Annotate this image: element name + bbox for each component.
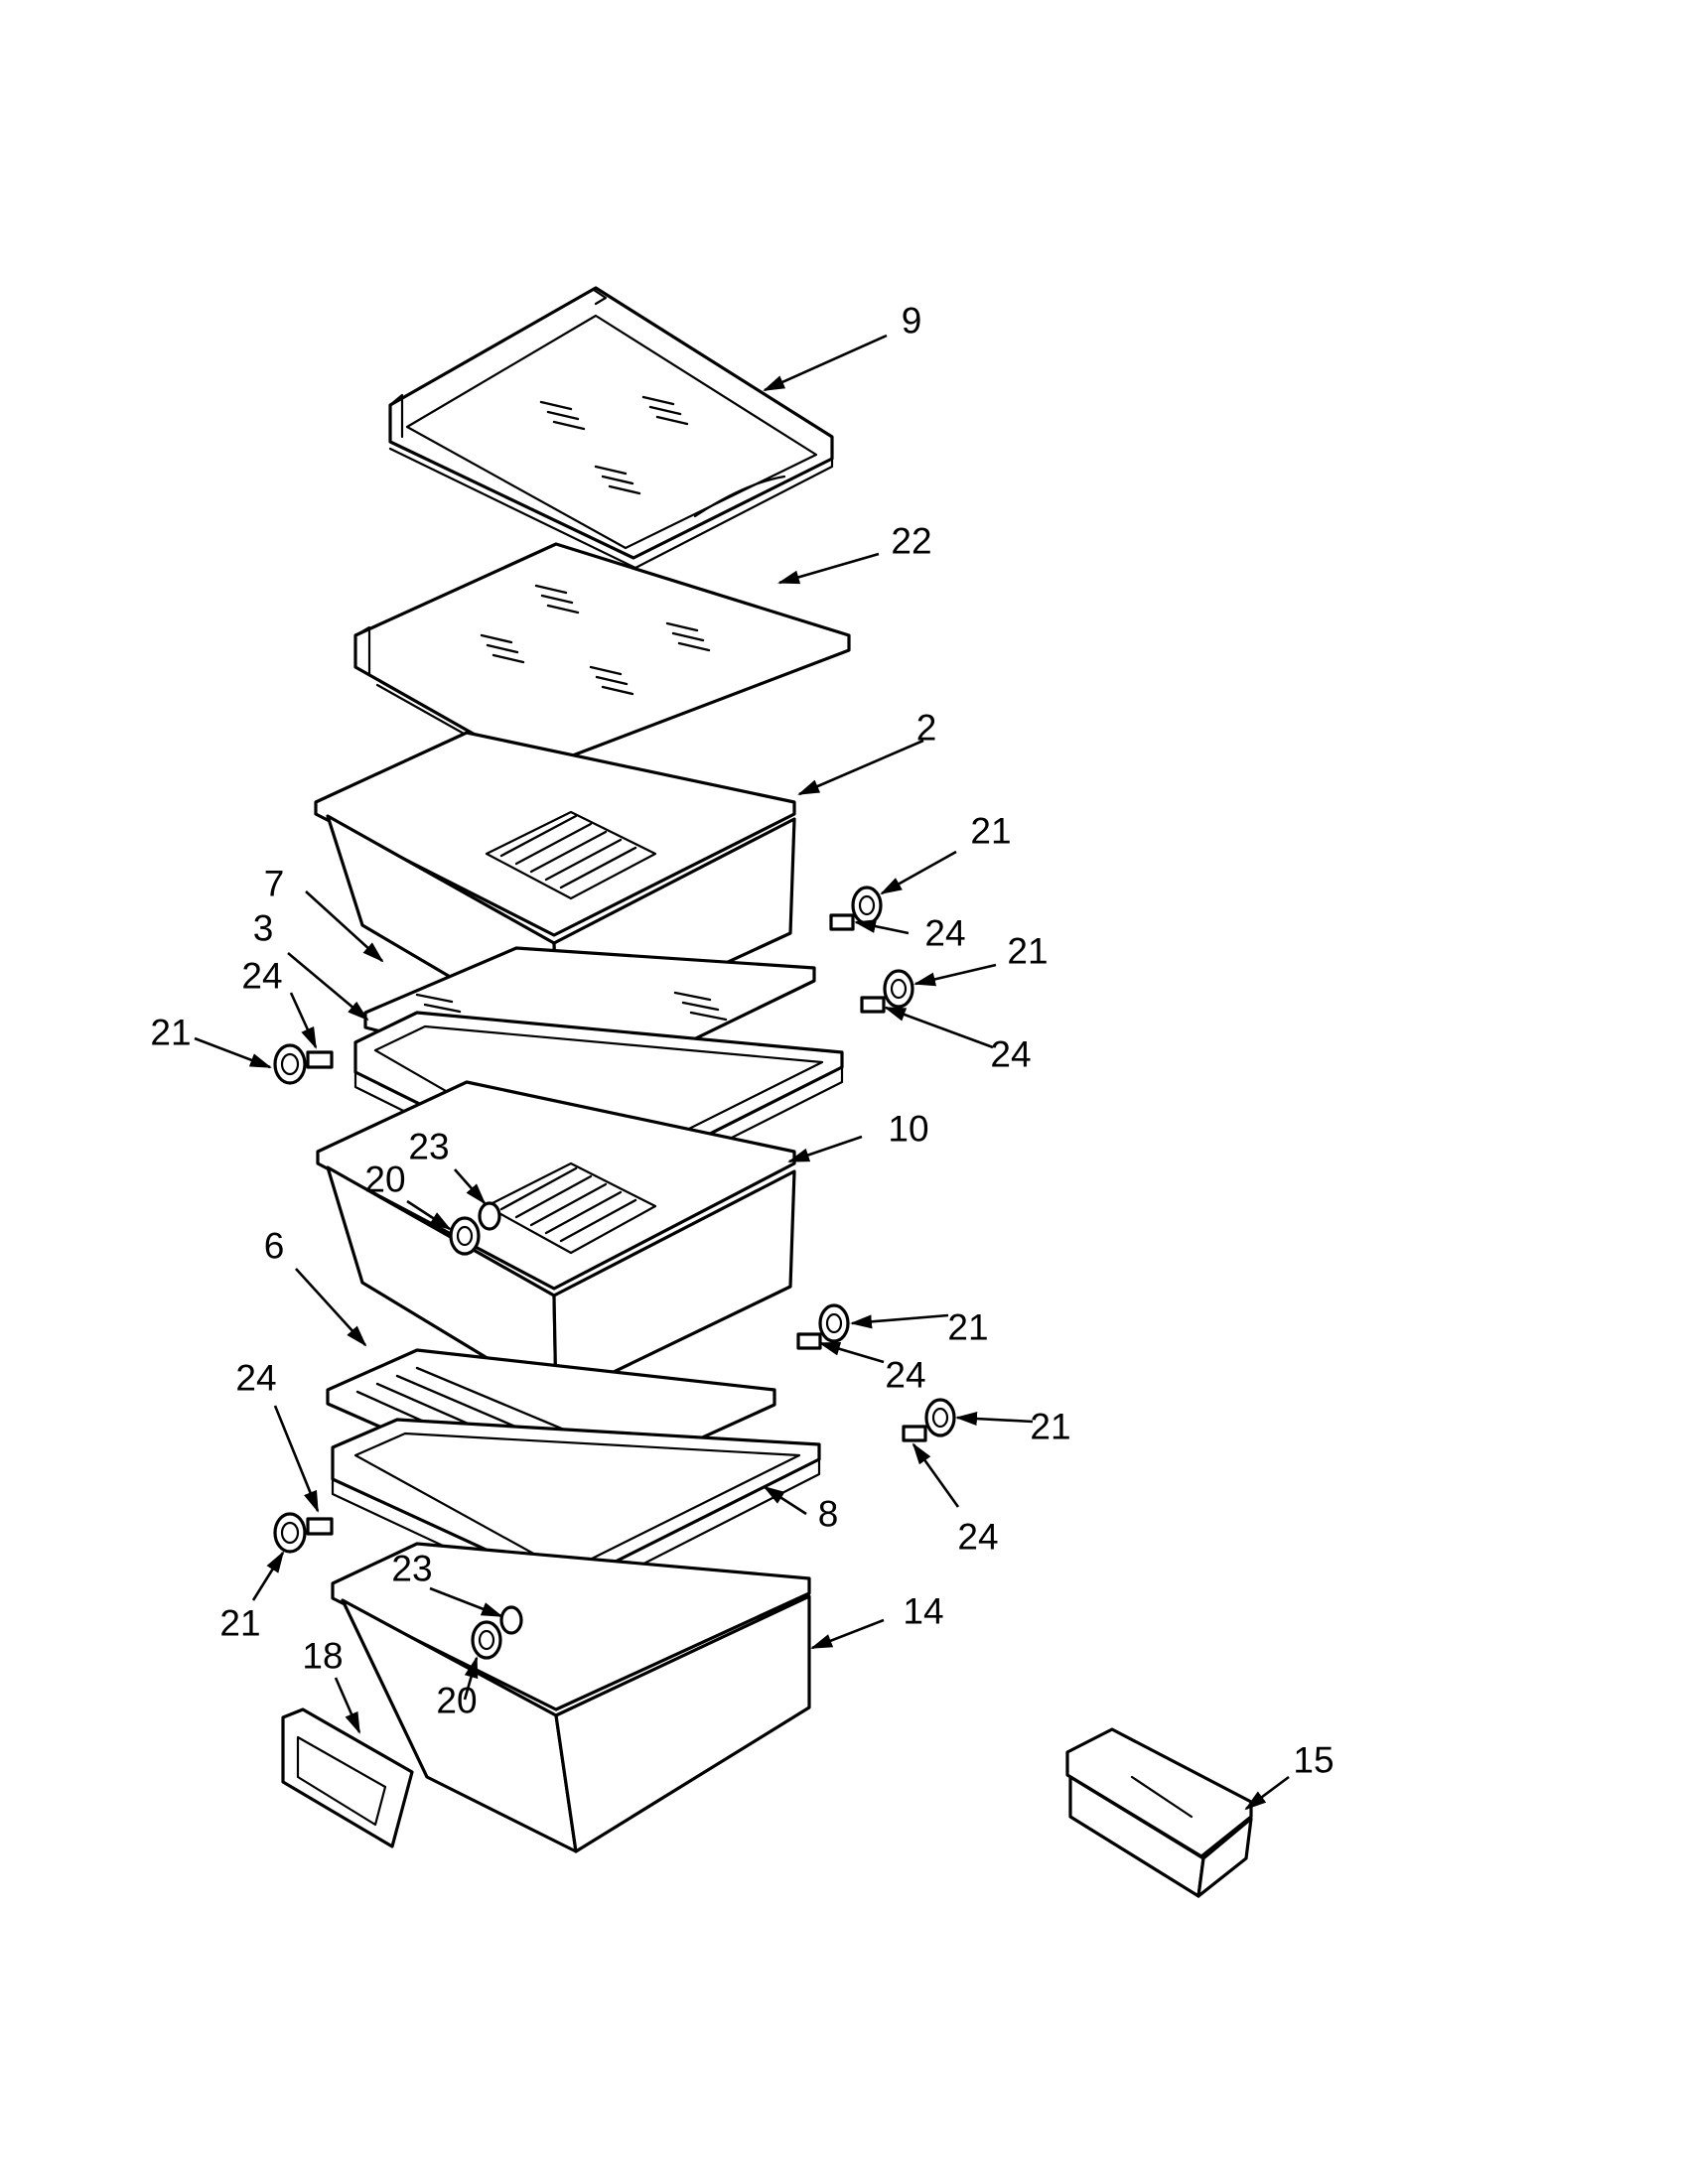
- callout-24a: 24: [924, 913, 965, 954]
- callout-24f: 24: [235, 1358, 276, 1399]
- fasteners: [273, 886, 956, 1660]
- fastener-24e: [902, 1425, 927, 1442]
- callout-labels: 9 22 2 21 24 21 24 7 3 24 21 10 23 20 6 …: [150, 301, 1333, 1781]
- fastener-24a: [829, 913, 855, 931]
- callout-8: 8: [818, 1494, 839, 1535]
- part-10-lower-crisper-drawer: [316, 1080, 796, 1402]
- callout-23a: 23: [408, 1127, 449, 1167]
- callout-18: 18: [302, 1636, 343, 1677]
- part-22-glass-shelf: [353, 542, 851, 776]
- callout-21d: 21: [947, 1307, 988, 1348]
- callout-21f: 21: [219, 1603, 260, 1644]
- callout-24d: 24: [885, 1355, 925, 1396]
- callout-6: 6: [264, 1226, 285, 1267]
- fastener-21b: [883, 969, 914, 1009]
- fastener-21a: [851, 886, 883, 925]
- callout-10: 10: [888, 1109, 928, 1150]
- fastener-24b: [860, 996, 886, 1014]
- callout-24c: 24: [241, 956, 282, 997]
- callout-7: 7: [264, 864, 285, 904]
- callout-21b: 21: [1007, 931, 1048, 972]
- fastener-20a: [449, 1216, 481, 1256]
- callout-22: 22: [891, 521, 931, 562]
- callout-24e: 24: [957, 1517, 998, 1558]
- fastener-24d: [796, 1332, 822, 1350]
- fastener-21f: [273, 1512, 307, 1554]
- part-18-label: [281, 1707, 414, 1848]
- fastener-24f: [306, 1517, 334, 1536]
- fastener-21e: [924, 1398, 956, 1437]
- callout-3: 3: [253, 908, 274, 949]
- callout-21e: 21: [1030, 1407, 1070, 1447]
- callout-2: 2: [916, 708, 937, 749]
- callout-15: 15: [1293, 1740, 1333, 1781]
- callout-23b: 23: [391, 1549, 432, 1589]
- part-14-bottom-pan: [331, 1542, 811, 1853]
- callout-14: 14: [903, 1591, 943, 1632]
- fastener-24c: [306, 1050, 334, 1069]
- fastener-23b: [499, 1605, 523, 1635]
- fastener-21c: [273, 1043, 307, 1085]
- callout-21a: 21: [970, 811, 1011, 852]
- callout-21c: 21: [150, 1013, 191, 1053]
- fastener-23a: [478, 1201, 501, 1231]
- part-15-bin: [1065, 1727, 1253, 1898]
- callout-24b: 24: [990, 1034, 1031, 1075]
- callout-20a: 20: [364, 1160, 405, 1200]
- callout-20b: 20: [436, 1681, 477, 1721]
- fastener-21d: [818, 1303, 850, 1343]
- part-9-crisper-cover: [388, 286, 834, 570]
- leader-lines: [194, 334, 1290, 1811]
- fastener-20b: [471, 1620, 502, 1660]
- callout-9: 9: [902, 301, 922, 341]
